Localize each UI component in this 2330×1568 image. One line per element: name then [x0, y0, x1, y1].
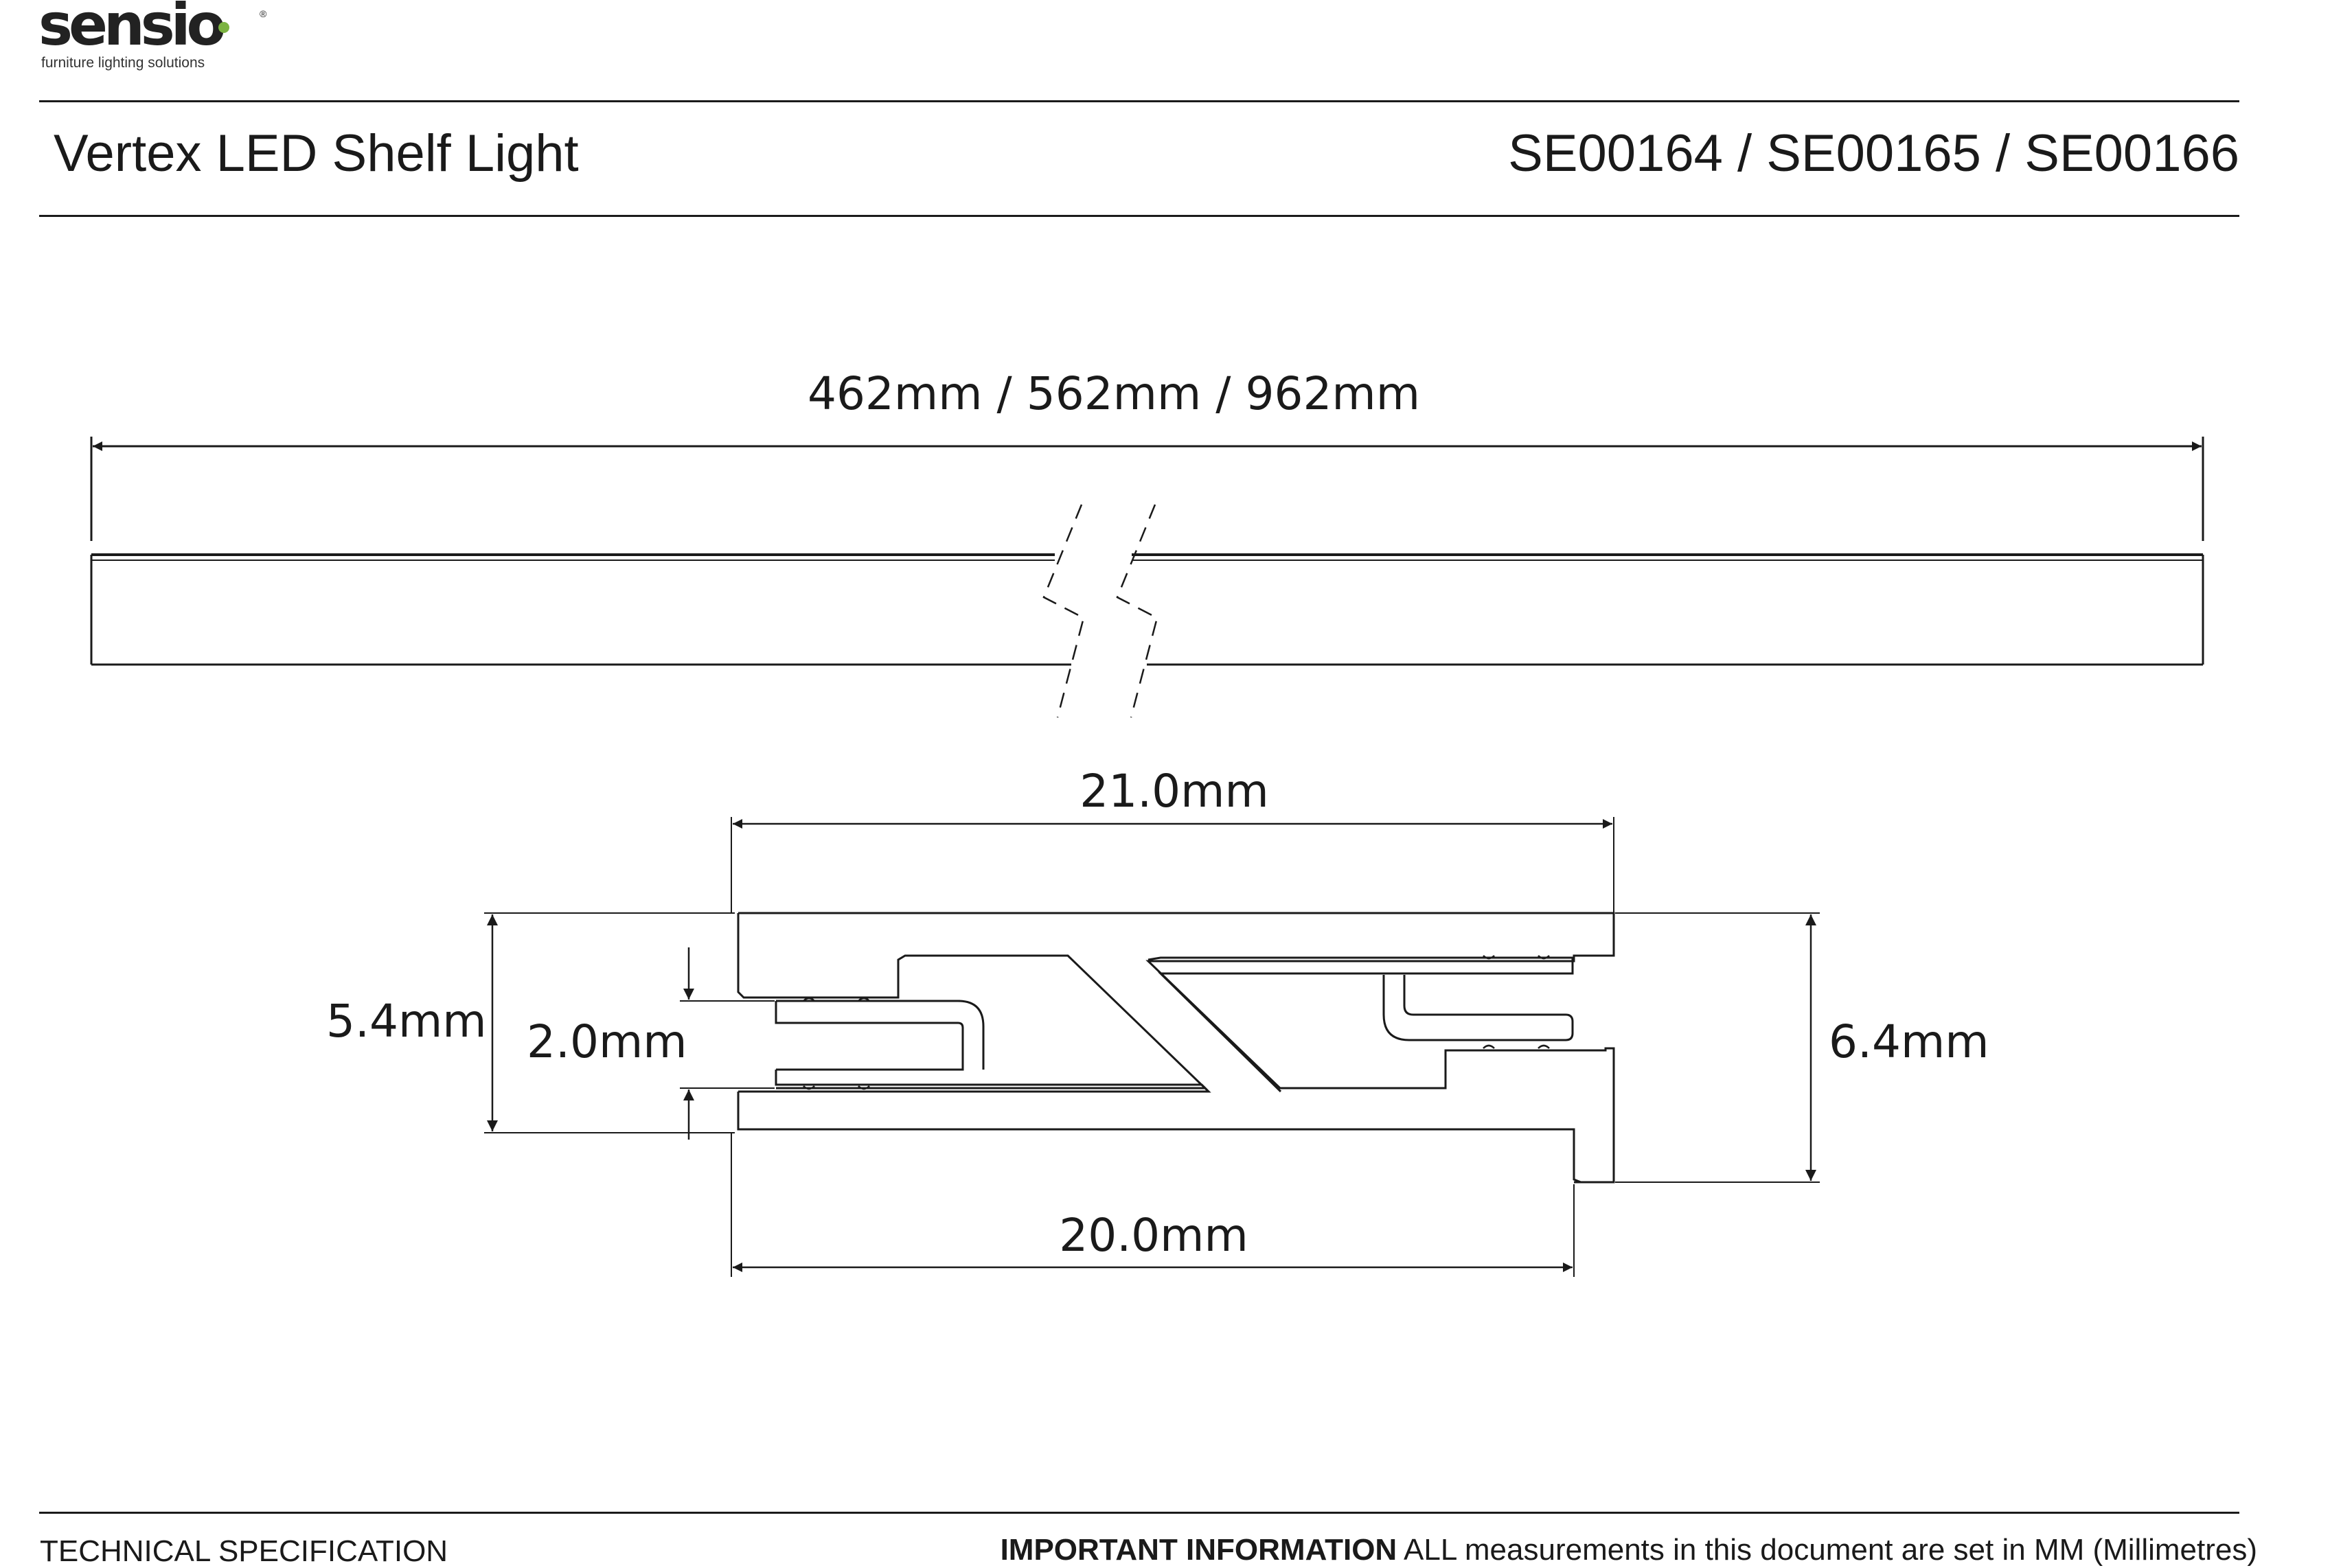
length-label: 462mm / 562mm / 962mm — [808, 367, 1420, 420]
section-extension-lines — [484, 817, 1820, 1277]
profile-bottom-lip — [737, 1092, 1614, 1184]
section-dimension-lines — [487, 819, 1816, 1272]
important-label: IMPORTANT INFORMATION — [1000, 1533, 1397, 1567]
brand-registered-mark: ® — [260, 8, 267, 19]
brand-wordmark: sensio — [38, 0, 226, 58]
brand-logo: sensio ® furniture lighting solutions — [38, 0, 266, 76]
cross-section-profile — [737, 912, 1615, 1184]
slot-height-label: 2.0mm — [527, 1015, 687, 1068]
side-elevation — [90, 437, 2204, 718]
profile-main-body — [737, 912, 1615, 1184]
product-title: Vertex LED Shelf Light — [54, 124, 579, 183]
width-top-label: 21.0mm — [1080, 765, 1269, 818]
footer-rule — [39, 1512, 2239, 1514]
profile-diffuser-diagonal — [1147, 956, 1574, 1093]
header-bottom-rule — [39, 215, 2239, 217]
brand-dot-icon — [218, 22, 229, 33]
important-text: ALL measurements in this document are se… — [1397, 1533, 2257, 1567]
break-line-left — [1042, 504, 1085, 718]
break-line-right — [1116, 504, 1158, 718]
product-codes: SE00164 / SE00165 / SE00166 — [1508, 124, 2239, 183]
header-top-rule — [39, 100, 2239, 102]
profile-right-clip — [1382, 975, 1574, 1041]
profile-left-lower-rail — [775, 1070, 1208, 1089]
footer-important-info: IMPORTANT INFORMATION ALL measurements i… — [1001, 1535, 2257, 1565]
width-bottom-label: 20.0mm — [1059, 1209, 1248, 1262]
height-left-label: 5.4mm — [326, 995, 487, 1048]
brand-tagline: furniture lighting solutions — [41, 55, 205, 71]
footer-section-label: TECHNICAL SPECIFICATION — [40, 1534, 448, 1568]
profile-left-slot — [775, 1000, 985, 1071]
profile-detail-bumps — [803, 955, 1550, 1090]
height-right-label: 6.4mm — [1829, 1015, 1989, 1068]
